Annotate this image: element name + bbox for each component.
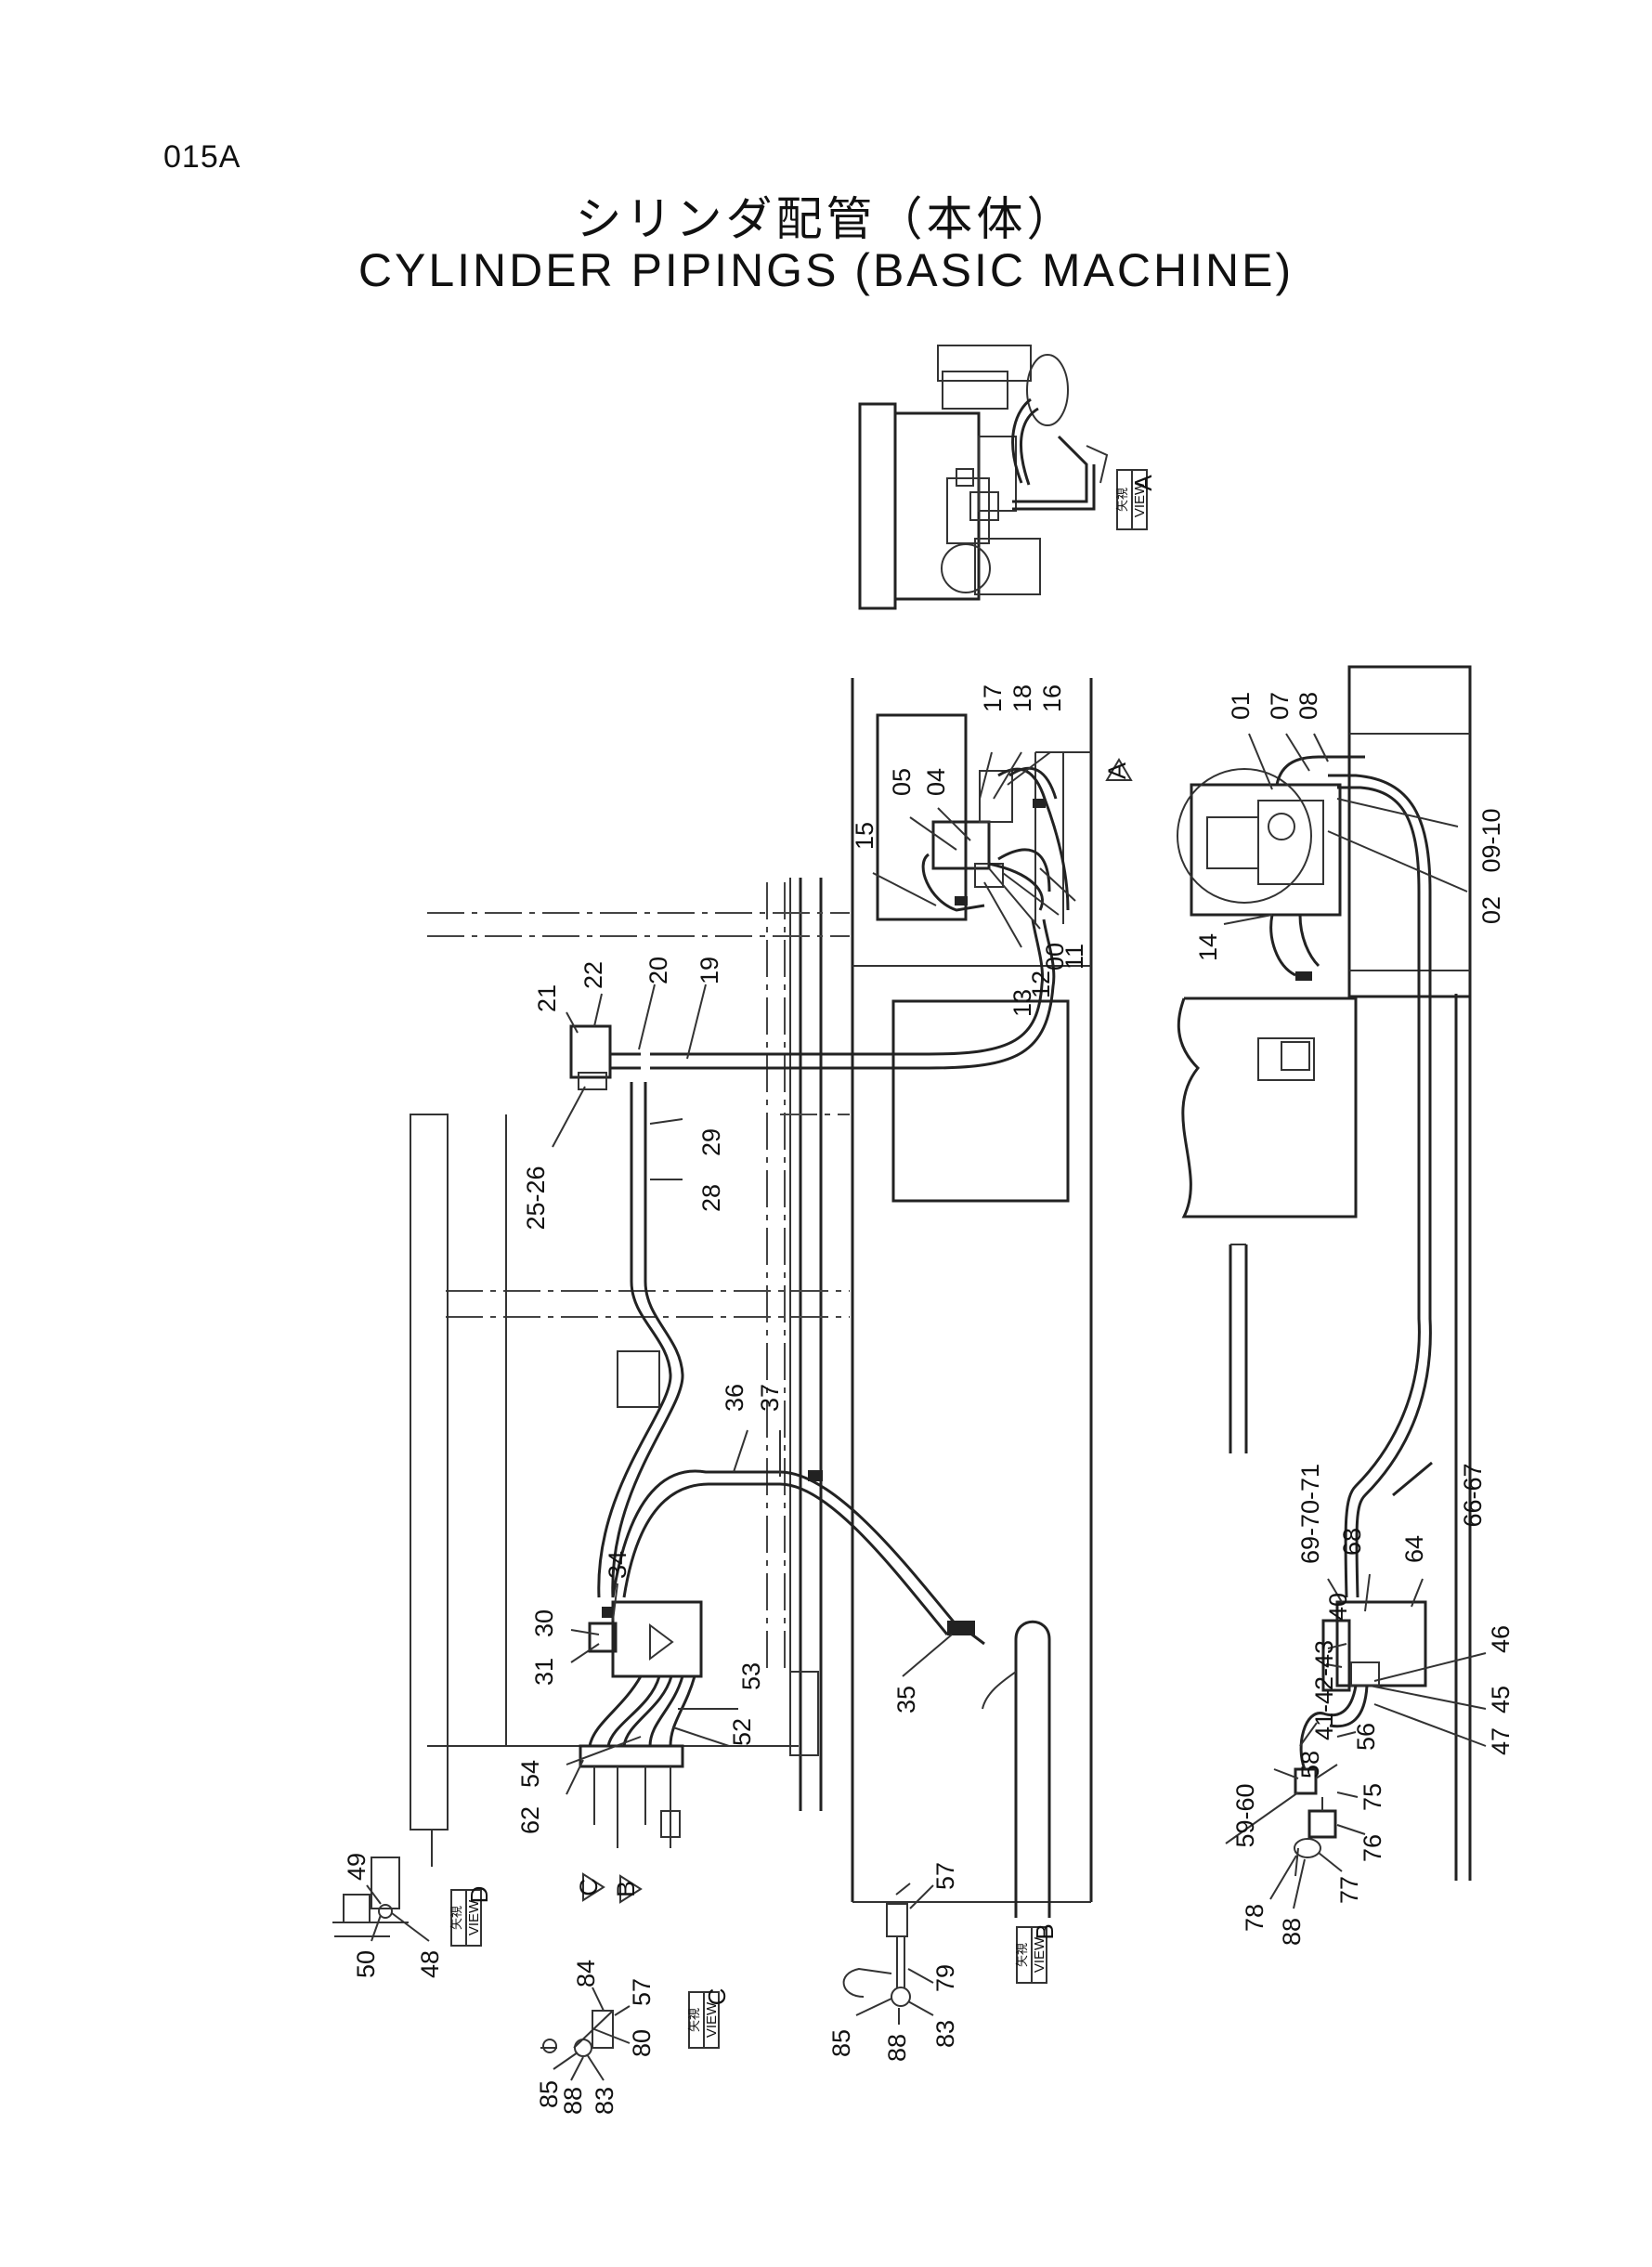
view-b-detail: 矢視 VIEW B xyxy=(842,1883,1059,2007)
callout: 64 xyxy=(1400,1535,1428,1563)
view-b-letter: B xyxy=(1031,1923,1059,1939)
view-a-jp: 矢視 xyxy=(1116,488,1130,512)
callout: 37 xyxy=(756,1384,784,1412)
callout: 68 xyxy=(1338,1528,1366,1556)
view-d-jp: 矢視 xyxy=(450,1906,464,1930)
callout: 59-60 xyxy=(1231,1783,1259,1847)
callout: 36 xyxy=(721,1384,748,1412)
callout: 88 xyxy=(883,2034,911,2062)
callout: 28 xyxy=(697,1184,725,1212)
callout: 16 xyxy=(1038,684,1066,712)
callout: 20 xyxy=(644,957,672,984)
callout: 56 xyxy=(1352,1723,1380,1751)
callout: 53 xyxy=(737,1662,765,1690)
callout: 85 xyxy=(827,2029,855,2057)
view-c-detail: 矢視 VIEW C xyxy=(540,1988,731,2057)
callout: 15 xyxy=(851,822,878,850)
callout: 21 xyxy=(533,984,561,1012)
callout: 83 xyxy=(591,2087,618,2115)
callout: 45 xyxy=(1487,1686,1515,1713)
callout: 08 xyxy=(1294,692,1322,720)
callout: 31 xyxy=(530,1658,558,1686)
callout: 22 xyxy=(579,961,607,989)
view-d-en: VIEW xyxy=(466,1899,482,1935)
lower-right-assembly xyxy=(1294,1040,1433,1877)
view-a-inset xyxy=(858,345,1109,610)
callout: 34 xyxy=(604,1551,631,1579)
left-piping xyxy=(569,1024,985,1848)
callout: 58 xyxy=(1296,1751,1324,1778)
page-code: 015A xyxy=(163,139,241,175)
callout: 00 xyxy=(1041,943,1069,971)
view-a-label: 矢視 VIEW A xyxy=(1116,469,1157,530)
callout: 49 xyxy=(343,1853,371,1881)
svg-text:B: B xyxy=(612,1881,640,1897)
view-c-en: VIEW xyxy=(704,2001,720,2038)
callout: 13 xyxy=(1008,989,1036,1017)
callout: 18 xyxy=(1008,684,1036,712)
callout: 19 xyxy=(696,957,723,984)
callout: 01 xyxy=(1227,692,1255,720)
callout: 47 xyxy=(1487,1727,1515,1755)
view-a-en: VIEW xyxy=(1132,481,1148,517)
callout: 57 xyxy=(628,1978,656,2006)
callout: 30 xyxy=(530,1609,558,1637)
machine-structure xyxy=(410,665,1472,1918)
callout: 80 xyxy=(628,2029,656,2057)
callout: 25-26 xyxy=(522,1166,550,1230)
view-d-detail: 矢視 VIEW D xyxy=(332,1857,493,1947)
svg-text:A: A xyxy=(1103,762,1131,779)
callout: 62 xyxy=(516,1806,544,1834)
callout: 88 xyxy=(1278,1918,1306,1946)
callout: 84 xyxy=(572,1960,600,1987)
callout: 02 xyxy=(1477,896,1505,924)
callout: 57 xyxy=(931,1862,959,1890)
view-c-letter: C xyxy=(703,1988,731,2006)
callout: 40 xyxy=(1324,1593,1352,1621)
callout: 85 xyxy=(535,2080,563,2108)
callout: 35 xyxy=(892,1686,920,1713)
callout: 50 xyxy=(352,1950,380,1978)
callout: 14 xyxy=(1194,933,1222,961)
view-d-letter: D xyxy=(465,1886,493,1904)
marker-c: C xyxy=(575,1872,605,1902)
callout: 46 xyxy=(1487,1625,1515,1653)
callout: 66-67 xyxy=(1459,1463,1487,1527)
callout: 78 xyxy=(1241,1904,1268,1932)
callout: 41-42-43 xyxy=(1310,1640,1338,1740)
view-markers: A C B xyxy=(575,758,1133,1904)
title-english: CYLINDER PIPINGS (BASIC MACHINE) xyxy=(358,244,1294,296)
title-japanese: シリンダ配管（本体） xyxy=(575,192,1077,246)
marker-b: B xyxy=(612,1874,643,1904)
view-c-jp: 矢視 xyxy=(688,2008,702,2032)
callout: 83 xyxy=(931,2020,959,2048)
center-joint xyxy=(650,766,1070,1070)
callout: 04 xyxy=(922,768,950,796)
callout-labels: 17 18 16 04 05 15 11 00 12 13 01 07 08 0… xyxy=(343,684,1515,2115)
callout: 11 xyxy=(1060,944,1088,970)
callout: 52 xyxy=(728,1718,756,1746)
callout: 05 xyxy=(888,768,916,796)
view-a-letter: A xyxy=(1129,475,1157,491)
callout: 48 xyxy=(416,1950,444,1978)
callout: 12 xyxy=(1027,971,1055,998)
view-b-jp: 矢視 xyxy=(1016,1943,1030,1967)
callout: 79 xyxy=(931,1964,959,1992)
callout: 69-70-71 xyxy=(1296,1464,1324,1564)
callout: 75 xyxy=(1359,1783,1386,1811)
svg-text:C: C xyxy=(575,1878,603,1896)
leader-lines xyxy=(366,733,1487,2081)
callout: 09-10 xyxy=(1477,808,1505,872)
callout: 29 xyxy=(697,1128,725,1156)
callout: 88 xyxy=(559,2087,587,2115)
callout: 76 xyxy=(1359,1834,1386,1862)
view-b-en: VIEW xyxy=(1032,1936,1047,1973)
callout: 54 xyxy=(516,1760,544,1788)
marker-a: A xyxy=(1103,758,1133,781)
callout: 17 xyxy=(979,684,1007,712)
callout: 07 xyxy=(1266,692,1294,720)
callout: 77 xyxy=(1335,1876,1363,1904)
